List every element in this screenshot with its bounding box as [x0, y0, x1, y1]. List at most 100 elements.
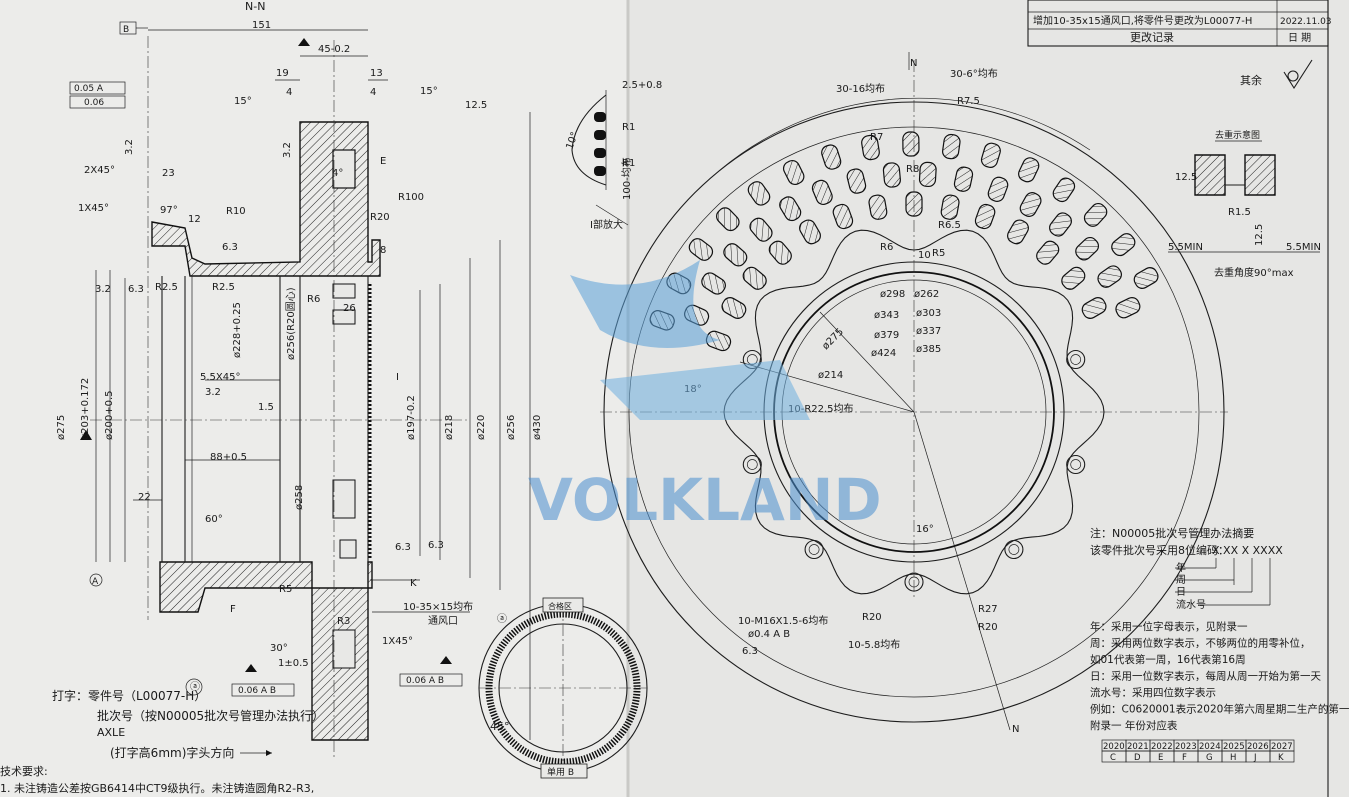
- vent-hole: [980, 142, 1001, 168]
- main-dimension-label: ø424: [871, 348, 896, 359]
- dimension-label: I: [396, 372, 399, 383]
- vent-hole: [723, 243, 748, 267]
- bolt-hole-inner: [808, 544, 820, 555]
- dimension-label: 23: [162, 168, 175, 179]
- notes-code: X XX X XXXX: [1212, 544, 1283, 557]
- dimension-label: 3.2: [205, 387, 221, 398]
- main-dimension-label: 16°: [916, 524, 934, 535]
- dimension-label: R10: [226, 206, 246, 217]
- vent-slot-6: [332, 629, 356, 669]
- vent-hole: [1036, 240, 1060, 265]
- detail-dimension-label: R1: [622, 158, 635, 169]
- year-cell: 2024: [1199, 742, 1221, 752]
- dimension-label: 88+0.5: [210, 452, 247, 463]
- main-dimension-label: 30-16均布: [836, 83, 885, 95]
- detail-dimension-label: 2.5+0.8: [622, 80, 662, 91]
- main-dimension-label: R8: [906, 164, 919, 175]
- ring-top-label: 合格区: [548, 601, 572, 611]
- dimension-label: R6: [307, 294, 320, 305]
- vent-hole: [1018, 157, 1040, 183]
- section-view-nn: N-N: [56, 0, 543, 760]
- vent-hole: [779, 196, 802, 222]
- main-dimension-label: N: [1012, 724, 1019, 735]
- dimension-label: 6.3: [222, 242, 238, 253]
- tolerance-frame-2: 0.06: [84, 98, 104, 108]
- dimension-label: ø218: [444, 415, 455, 440]
- year-letter-cell: K: [1278, 753, 1284, 763]
- dimension-label: 22: [138, 492, 151, 503]
- tolerance-frame-bottom-2: 0.06 A B: [406, 676, 444, 686]
- vent-hole: [749, 217, 773, 242]
- dimension-label: R5: [279, 584, 292, 595]
- dimension-label: 15°: [420, 86, 438, 97]
- dimension-label: 6.3: [128, 284, 144, 295]
- tech-req-title: 技术要求:: [0, 765, 48, 778]
- dimension-label: ø256: [506, 415, 517, 440]
- year-letter-cell: E: [1158, 753, 1163, 763]
- dimension-label: ⓐ: [190, 681, 200, 693]
- vent-hole: [918, 161, 937, 188]
- notes-description-line: 附录一 年份对应表: [1090, 719, 1178, 732]
- dimension-label: E: [380, 156, 386, 167]
- dimension-label: 15°: [234, 96, 252, 107]
- main-dimension-label: ø298: [880, 289, 905, 300]
- dimension-label: 2X45°: [84, 165, 115, 176]
- vent-slot-4: [332, 479, 356, 519]
- vent-hole: [742, 266, 767, 290]
- main-dimension-label: R7.5: [957, 96, 980, 107]
- dimension-label: ø220: [476, 415, 487, 440]
- dimension-label: ø256(R20圆心): [285, 287, 297, 360]
- main-dimension-label: 6.3: [742, 646, 758, 657]
- main-dimension-label: R5: [932, 248, 945, 259]
- bolt-hole: [1066, 454, 1086, 475]
- tolerance-frame-1: 0.05 A: [74, 84, 104, 94]
- main-dimension-label: R6: [880, 242, 893, 253]
- deweight-note: 去重角度90°max: [1214, 266, 1294, 279]
- deweight-dimension-label: R1.5: [1228, 207, 1251, 218]
- triangle-mark-icon: [440, 656, 452, 664]
- vent-hole: [942, 133, 961, 160]
- detail-dimension-label: R1: [622, 122, 635, 133]
- bolt-hole-inner: [1008, 544, 1020, 555]
- datum-a-flag: A: [92, 577, 99, 587]
- batch-notes: 注：N00005批次号管理办法摘要 该零件批次号采用8位编码： X XX X X…: [1090, 526, 1349, 763]
- triangle-mark-icon: [80, 430, 92, 440]
- dimension-label: 1X45°: [78, 203, 109, 214]
- vent-hole: [1061, 266, 1086, 290]
- hub-section-top: [151, 121, 381, 277]
- detail-label: I部放大: [590, 218, 623, 231]
- dimension-label: 60°: [205, 514, 223, 525]
- vent-hole: [1049, 212, 1072, 237]
- vent-hole: [1115, 297, 1141, 319]
- marking-line-2: 批次号（按N00005批次号管理办法执行）: [97, 708, 324, 723]
- dimension-label: 4: [286, 87, 292, 98]
- vent-slot-2: [332, 283, 356, 299]
- vent-hole: [688, 238, 714, 261]
- vent-hole: [768, 240, 792, 265]
- notes-line-1: 该零件批次号采用8位编码：: [1090, 543, 1229, 557]
- year-cell: 2020: [1103, 742, 1125, 752]
- year-letter-cell: J: [1253, 753, 1257, 763]
- revision-record-label: 更改记录: [1130, 30, 1174, 44]
- dimension-label: ⓐ: [497, 613, 507, 625]
- revision-change-text: 增加10-35x15通风口,将零件号更改为L00077-H: [1033, 14, 1252, 27]
- main-dimension-label: ø385: [916, 344, 941, 355]
- deweight-title: 去重示意图: [1215, 129, 1260, 141]
- vent-hole: [987, 176, 1009, 202]
- dimension-label: ø228+0.25: [232, 302, 243, 358]
- vent-hole: [953, 166, 974, 192]
- marking-line-3: AXLE: [97, 726, 125, 739]
- dimension-label: 151: [252, 20, 271, 31]
- main-dimension-label: 10-M16X1.5-6均布: [738, 615, 828, 627]
- dimension-label: 45-0.2: [318, 44, 350, 55]
- main-dimension-label: ø214: [818, 370, 843, 381]
- vent-hole: [701, 272, 726, 295]
- dimension-label: R3: [337, 616, 350, 627]
- year-cell: 2022: [1151, 742, 1173, 752]
- vent-hole: [1081, 297, 1107, 319]
- year-letter-cell: H: [1230, 753, 1236, 763]
- vent-hole: [799, 219, 821, 245]
- dimension-label: R2.5: [155, 282, 178, 293]
- tolerance-frame-bottom-1: 0.06 A B: [238, 686, 276, 696]
